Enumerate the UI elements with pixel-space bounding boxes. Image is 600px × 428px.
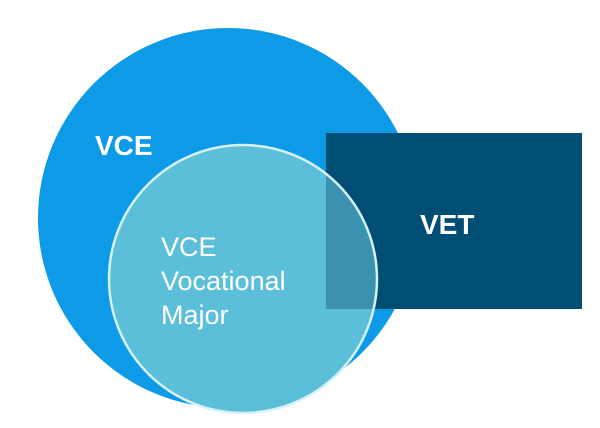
vocational-major-label-line3: Major <box>161 300 229 330</box>
vocational-major-outline <box>107 143 379 415</box>
vce-label: VCE <box>95 130 153 161</box>
vocational-major-label-line2: Vocational <box>161 266 286 296</box>
vocational-major-label-line1: VCE <box>161 232 217 262</box>
vocational-major-circle <box>109 145 377 413</box>
vet-label: VET <box>420 209 474 240</box>
